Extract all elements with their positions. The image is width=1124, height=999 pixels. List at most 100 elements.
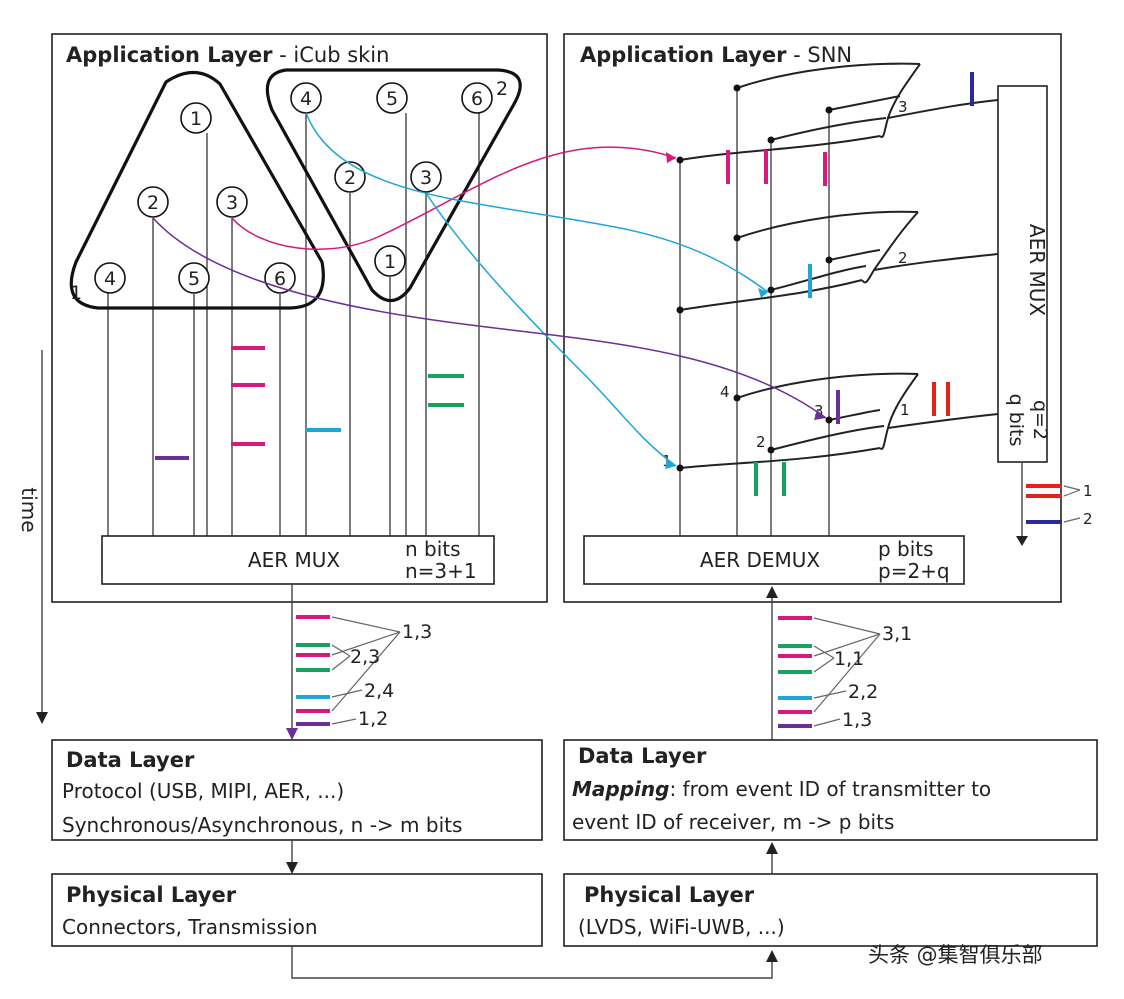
taxel-p1-3: 3 xyxy=(216,186,248,218)
right-stream-pointers xyxy=(813,617,881,727)
left-stream-pointers xyxy=(331,616,401,725)
vmux-output-label-2: 2 xyxy=(1083,510,1093,528)
snn-neuron-3 xyxy=(679,62,999,161)
synapse-label-3: 3 xyxy=(814,402,824,420)
left-stream-events xyxy=(296,615,330,726)
right-panel-title: Application Layer - SNN xyxy=(580,43,852,67)
svg-text:5: 5 xyxy=(188,268,200,290)
snn-junction-dots xyxy=(676,84,833,472)
neuron-label-2: 2 xyxy=(898,249,908,267)
skin-patch-2 xyxy=(265,68,522,303)
svg-text:4: 4 xyxy=(300,88,312,110)
aer-demux-label: AER DEMUX xyxy=(700,548,821,572)
right-stream-label-1-1: 1,1 xyxy=(834,648,864,670)
right-aer-mux-vertical xyxy=(997,85,1048,463)
right-stream-events xyxy=(778,616,812,728)
left-mux-bits: n bits xyxy=(405,537,461,561)
physical-link-line xyxy=(291,946,773,979)
event-mapping-curves xyxy=(152,112,827,467)
synapse-label-2: 2 xyxy=(756,433,766,451)
vmux-output-label-1: 1 xyxy=(1083,482,1093,500)
right-data-layer-line2: event ID of receiver, m -> p bits xyxy=(572,810,894,834)
q-formula-label: q=2 xyxy=(1029,400,1051,440)
taxel-p2-5: 5 xyxy=(376,82,408,114)
left-aer-mux xyxy=(101,535,495,585)
left-aer-mux-label: AER MUX xyxy=(248,548,340,572)
patch-1-label: 1 xyxy=(70,282,82,304)
right-physical-to-data-arrowhead xyxy=(766,842,778,854)
left-physical-layer xyxy=(51,873,543,947)
taxel-p2-3: 3 xyxy=(410,161,442,193)
right-data-layer-title: Data Layer xyxy=(578,744,707,768)
svg-text:4: 4 xyxy=(104,268,116,290)
left-mux-formula: n=3+1 xyxy=(405,559,477,583)
snn-neuron-2 xyxy=(679,210,999,311)
snn-neuron-1 xyxy=(679,372,999,469)
snn-event-ticks xyxy=(726,72,974,496)
left-stream-arrowhead xyxy=(286,728,298,740)
watermark: 头条 @集智俱乐部 xyxy=(868,943,1043,967)
taxel-p1-2: 2 xyxy=(137,186,169,218)
left-stream-label-1-2: 1,2 xyxy=(358,708,388,730)
right-aer-demux xyxy=(583,535,965,585)
taxel-p1-5: 5 xyxy=(178,262,210,294)
neuron-label-1: 1 xyxy=(900,401,910,419)
left-data-layer-line1: Protocol (USB, MIPI, AER, ...) xyxy=(62,779,344,803)
demux-bits: p bits xyxy=(878,537,934,561)
left-data-layer xyxy=(51,739,543,841)
svg-text:6: 6 xyxy=(471,88,483,110)
vmux-output-pointers xyxy=(1063,485,1081,523)
right-data-layer-line1: Mapping: from event ID of transmitter to xyxy=(572,777,991,801)
right-data-layer xyxy=(563,739,1098,841)
svg-text:2: 2 xyxy=(344,167,356,189)
svg-text:2: 2 xyxy=(147,192,159,214)
taxel-p1-4: 4 xyxy=(94,262,126,294)
right-stream-label-3-1: 3,1 xyxy=(882,623,912,645)
taxel-p1-1: 1 xyxy=(180,102,212,134)
time-axis-label: time xyxy=(17,487,41,532)
left-stream-label-1-3: 1,3 xyxy=(402,621,432,643)
svg-text:5: 5 xyxy=(386,88,398,110)
right-stream-label-1-3: 1,3 xyxy=(842,709,872,731)
taxel-p2-2: 2 xyxy=(334,161,366,193)
skin-patch-1 xyxy=(69,70,325,310)
left-application-panel xyxy=(51,33,548,603)
time-axis-arrowhead xyxy=(36,712,48,724)
taxel-p1-6: 6 xyxy=(264,262,296,294)
right-stream-arrowhead xyxy=(766,586,778,598)
demux-formula: p=2+q xyxy=(878,559,950,583)
right-physical-layer-line1: (LVDS, WiFi-UWB, ...) xyxy=(578,915,785,939)
left-taxel-wires xyxy=(107,113,480,536)
right-aer-mux-label: AER MUX xyxy=(1025,224,1049,316)
left-data-layer-line2: Synchronous/Asynchronous, n -> m bits xyxy=(62,813,462,837)
right-application-panel xyxy=(563,33,1062,603)
q-bits-label: q bits xyxy=(1005,394,1027,447)
neuron-label-3: 3 xyxy=(898,98,908,116)
left-stream-label-2-3: 2,3 xyxy=(350,646,380,668)
left-data-layer-title: Data Layer xyxy=(66,748,195,772)
left-event-ticks xyxy=(155,346,464,460)
snn-vertical-lines xyxy=(679,88,830,536)
left-data-to-physical-arrowhead xyxy=(286,862,298,874)
right-stream-label-2-2: 2,2 xyxy=(848,681,878,703)
taxel-p2-6: 6 xyxy=(461,82,493,114)
svg-text:1: 1 xyxy=(384,251,396,273)
left-stream-label-2-4: 2,4 xyxy=(364,680,394,702)
svg-text:1: 1 xyxy=(190,108,202,130)
svg-text:3: 3 xyxy=(226,192,238,214)
svg-text:6: 6 xyxy=(274,268,286,290)
taxel-p2-4: 4 xyxy=(290,82,322,114)
svg-text:3: 3 xyxy=(420,167,432,189)
left-physical-layer-title: Physical Layer xyxy=(66,883,237,907)
taxel-p2-1: 1 xyxy=(374,245,406,277)
vmux-output-arrowhead xyxy=(1016,536,1028,546)
physical-link-arrowhead xyxy=(766,950,778,962)
left-panel-title: Application Layer - iCub skin xyxy=(66,43,389,67)
right-physical-layer xyxy=(563,873,1098,947)
synapse-label-4: 4 xyxy=(720,383,730,401)
mapping-curve-arrowheads xyxy=(665,152,826,469)
patch-2-label: 2 xyxy=(496,78,508,100)
right-physical-layer-title: Physical Layer xyxy=(584,883,755,907)
left-physical-layer-line1: Connectors, Transmission xyxy=(62,915,318,939)
